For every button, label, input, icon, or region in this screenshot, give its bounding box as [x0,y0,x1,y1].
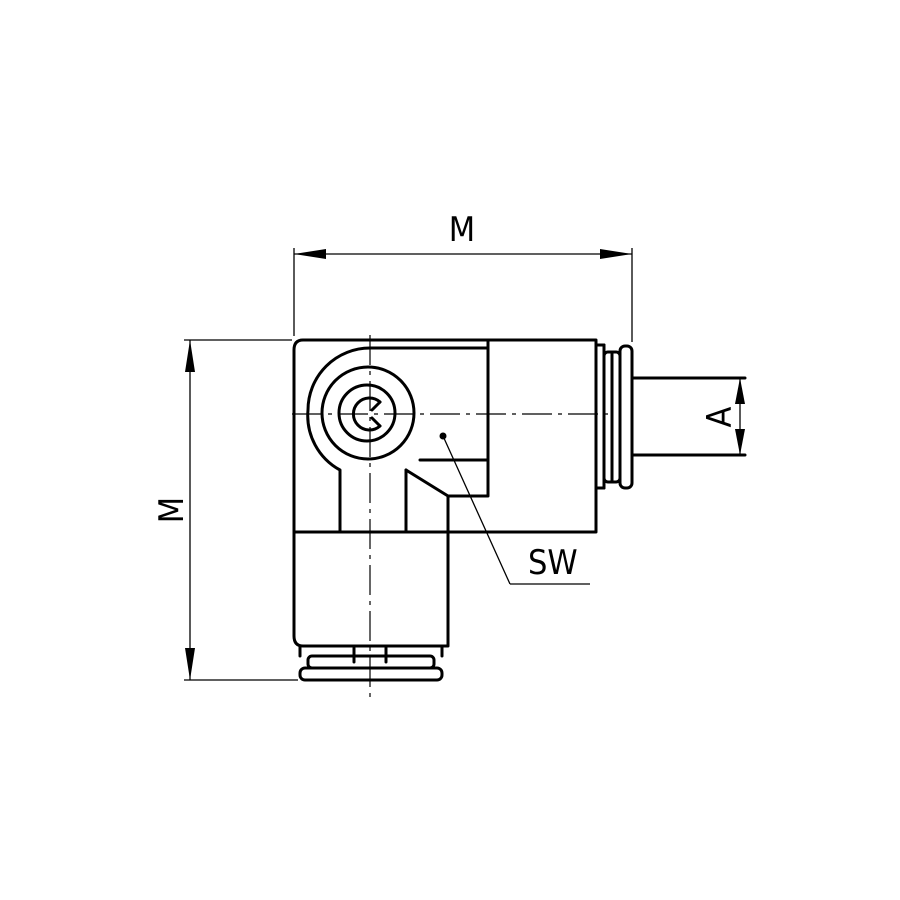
width-dimension-label: M [449,210,475,250]
swivel-hub [306,346,490,534]
dimension-width [293,248,633,342]
fitting-body [292,338,606,658]
bottom-collet [298,646,444,682]
dimension-tube [735,378,745,455]
wrench-size-label: SW [528,543,578,583]
wrench-leader [439,432,590,585]
right-collet [602,344,634,490]
dimension-height [184,339,298,681]
height-dimension-label: M [152,497,192,523]
tube-dimension-label: A [700,406,740,427]
center-lines [292,335,612,700]
tube-stub [630,376,747,457]
